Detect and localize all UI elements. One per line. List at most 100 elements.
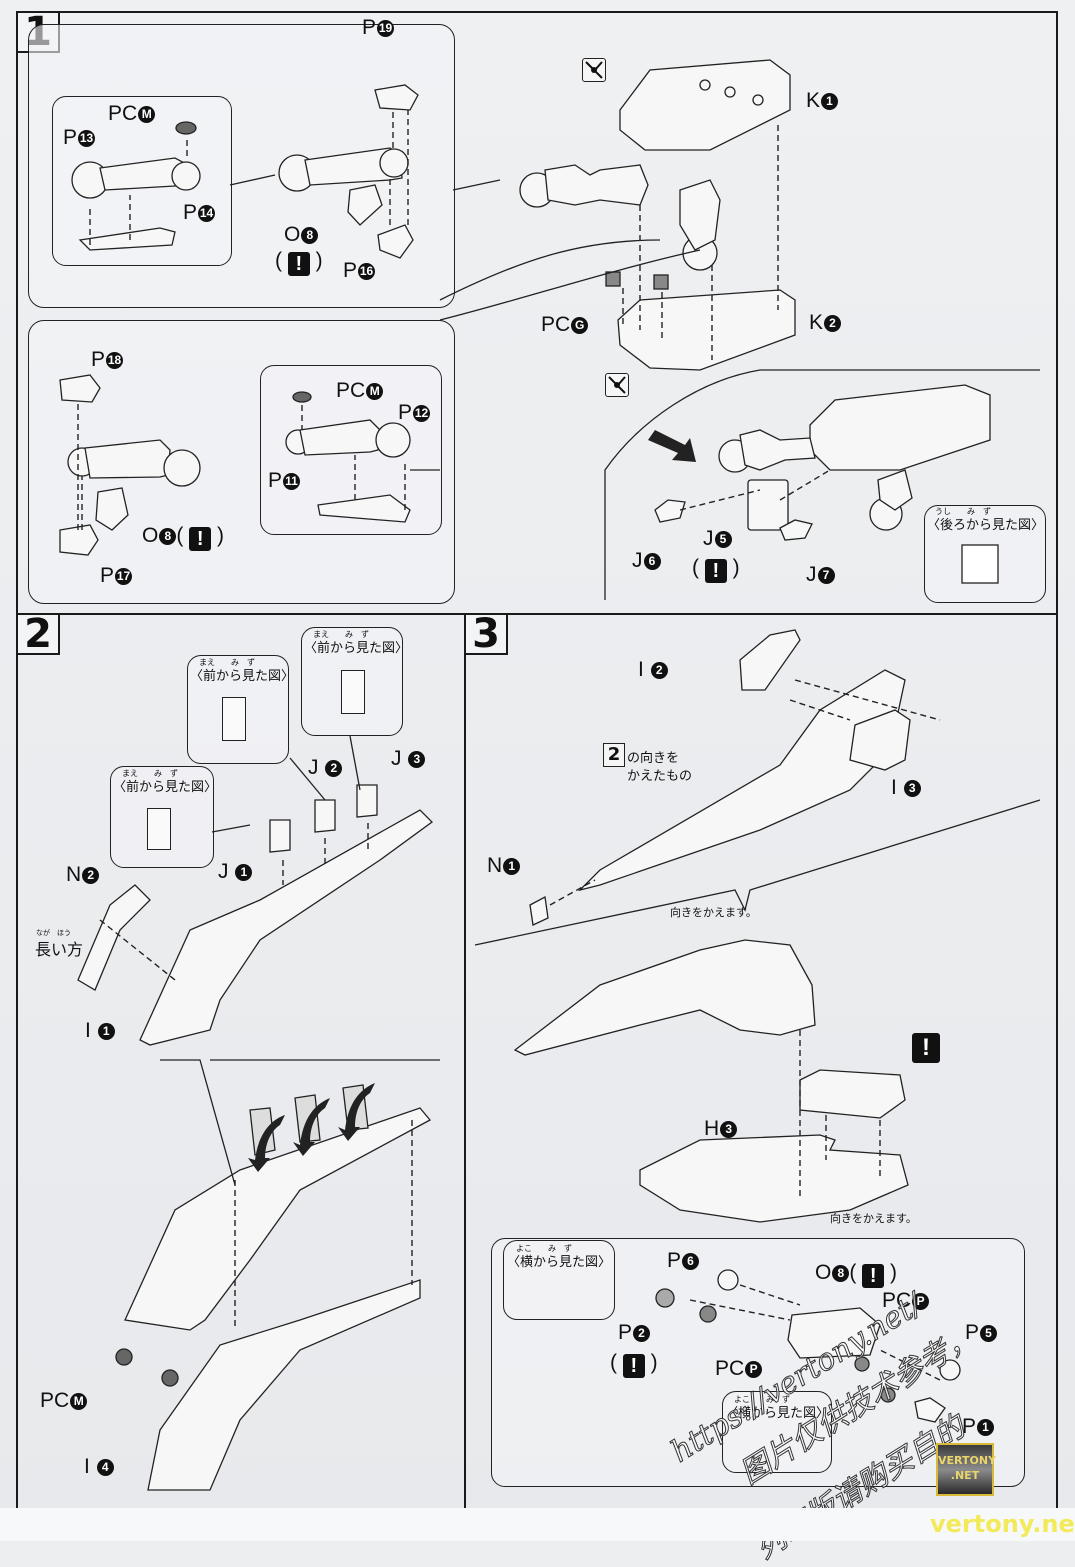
long-side-note: 長い方 (35, 940, 84, 959)
part-number: 8 (301, 227, 319, 244)
label-i4: I 4 (84, 1456, 114, 1478)
part-number: M (138, 106, 156, 123)
part-number: 18 (106, 352, 124, 369)
part-number: 6 (643, 553, 661, 570)
part-letter: N (487, 854, 503, 877)
caution-icon: ! (622, 1354, 645, 1378)
part-letter: P (962, 1415, 977, 1438)
part-number: 13 (78, 130, 96, 147)
part-number: 3 (720, 1121, 738, 1138)
part-number: 8 (159, 528, 177, 545)
part-number: 12 (413, 405, 431, 422)
side-view-ruby-p1: よこ み ず (734, 1395, 790, 1404)
part-number: G (571, 317, 589, 334)
part-number: M (70, 1393, 88, 1410)
part-k1-illustration (619, 59, 791, 151)
front-view-ruby-j1: まえ み ず (122, 769, 178, 778)
part-letter: PC (40, 1389, 70, 1412)
front-view-part-j2 (222, 697, 246, 741)
connector-bar-illustration (799, 1069, 906, 1119)
joint-detail-illustration (655, 1269, 961, 1423)
part-letter: P (398, 401, 413, 424)
part-letter: J (308, 756, 319, 779)
side-view-box-p2 (503, 1240, 615, 1320)
label-i2: I 2 (638, 659, 668, 681)
caution-j5: ( ! ) (692, 556, 740, 583)
part-letter: I (85, 1019, 91, 1042)
part-letter: PC (715, 1357, 745, 1380)
long-side-ruby: なが ほう (36, 929, 71, 937)
step-2-number: 2 (18, 614, 60, 655)
part-number: 2 (650, 662, 668, 679)
front-view-ruby-j2: まえ み ず (199, 658, 255, 667)
part-letter: P (91, 348, 106, 371)
part-number: 7 (817, 567, 835, 584)
part-number: 14 (198, 205, 216, 222)
shoulder-arm-illustration (519, 164, 721, 271)
front-view-note-j3: 〈前から見た図〉 (304, 641, 409, 656)
caution-p2: ( ! ) (610, 1351, 658, 1378)
part-number: P (745, 1361, 763, 1378)
part-i1-illustration (77, 784, 433, 1046)
caution-icon: ! (862, 1264, 885, 1288)
rear-view-ruby: うし み ず (935, 507, 991, 516)
part-letter: P (362, 16, 377, 39)
part-number: 3 (408, 751, 426, 768)
part-letter: J (703, 527, 714, 550)
part-letter: K (806, 89, 821, 112)
side-view-note-p1: 〈横から見た図〉 (725, 1406, 830, 1421)
part-letter: P (63, 126, 78, 149)
label-i3: I 3 (891, 777, 921, 799)
part-number: 11 (283, 473, 301, 490)
front-view-ruby-j3: まえ み ず (313, 630, 369, 639)
site-watermark: vertony.net (930, 1510, 1075, 1538)
ref-step-badge: 2 (603, 743, 625, 767)
part-i4-assembly-illustration (115, 1084, 432, 1491)
part-number: 8 (832, 1265, 850, 1282)
ref-note-line2: かえたもの (627, 769, 693, 784)
part-letter: I (84, 1455, 90, 1478)
part-letter: P (343, 259, 358, 282)
side-view-box-p1 (722, 1391, 832, 1473)
vertony-logo: VERTONY .NET (936, 1443, 996, 1496)
arm-main-lower-illustration (59, 374, 201, 556)
label-j1: J 1 (218, 861, 253, 883)
part-i2-illustration (739, 629, 801, 691)
frame-assembly-illustration (654, 384, 999, 584)
caution-o8-upper: ( ! ) (275, 249, 323, 276)
part-letter: P (183, 201, 198, 224)
caution-icon: ! (912, 1033, 940, 1063)
label-j3: J 3 (391, 748, 426, 770)
rail-assembly-step3-illustration (577, 669, 906, 892)
part-number: 4 (96, 1459, 114, 1476)
rotate-note-b: 向きをかえます。 (830, 1212, 917, 1225)
caution-icon: ! (704, 559, 727, 583)
part-number: 1 (235, 864, 253, 881)
ref-note-line1: の向きを (627, 751, 680, 766)
part-letter: O (815, 1261, 832, 1284)
part-letter: P (667, 1249, 682, 1272)
label-i1: I 1 (85, 1020, 115, 1042)
part-letter: P (100, 564, 115, 587)
rear-view-note: 〈後ろから見た図〉 (927, 518, 1045, 533)
part-number: 1 (97, 1023, 115, 1040)
nipper-icon (605, 373, 629, 397)
